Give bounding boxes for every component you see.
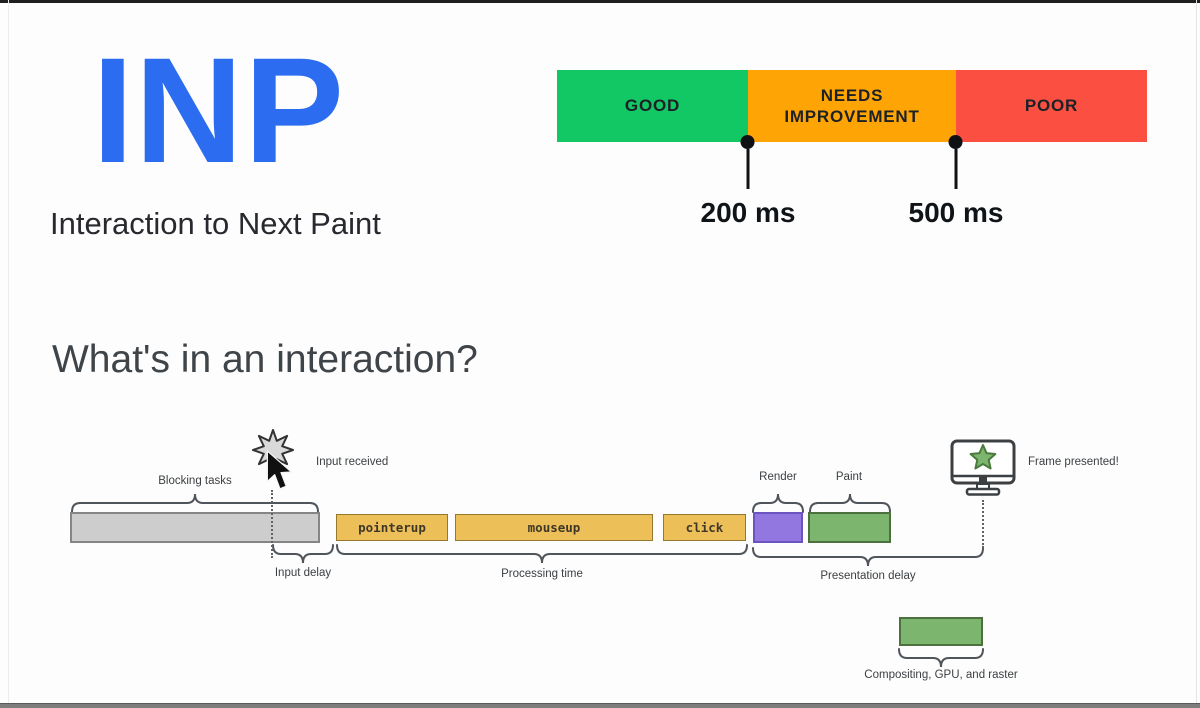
processing-time-brace: [336, 544, 748, 564]
blocking-tasks-brace: [71, 493, 319, 513]
threshold-dot-icon: [949, 135, 963, 149]
compositing-brace: [898, 648, 984, 668]
page-subtitle: Interaction to Next Paint: [50, 206, 381, 241]
scale-segment-good: GOOD: [557, 70, 748, 142]
event-bar-click: click: [663, 514, 746, 541]
compositing-bar: [899, 617, 983, 646]
threshold-stem: [954, 149, 958, 189]
blocking-tasks-label: Blocking tasks: [158, 475, 232, 487]
render-bar: [753, 512, 803, 543]
processing-time-label: Processing time: [501, 568, 583, 580]
threshold-marker-500ms: 500 ms: [908, 135, 1004, 229]
inp-threshold-scale: GOOD NEEDS IMPROVEMENT POOR: [557, 70, 1147, 142]
cursor-icon: [266, 450, 293, 490]
threshold-500ms-label: 500 ms: [908, 197, 1004, 228]
page-title: INP: [92, 26, 346, 194]
event-bar-pointerup: pointerup: [336, 514, 448, 541]
threshold-stem: [746, 149, 750, 189]
threshold-marker-200ms: 200 ms: [700, 135, 796, 229]
scale-segment-poor-label: POOR: [1024, 96, 1079, 116]
render-brace: [752, 493, 804, 513]
scale-segment-needs-improvement-label: NEEDS IMPROVEMENT: [784, 85, 920, 126]
paint-brace: [809, 493, 891, 513]
slide-left-edge: [8, 0, 9, 708]
paint-label: Paint: [835, 471, 863, 483]
paint-bar: [808, 512, 891, 543]
blocking-tasks-bar: [70, 512, 320, 543]
scale-segment-poor: POOR: [956, 70, 1147, 142]
section-heading: What's in an interaction?: [52, 338, 478, 381]
threshold-200ms-label: 200 ms: [700, 197, 796, 228]
input-delay-brace: [272, 544, 334, 564]
frame-star-icon: [969, 444, 997, 470]
event-bar-mouseup: mouseup: [455, 514, 653, 541]
scale-segment-needs-improvement: NEEDS IMPROVEMENT: [748, 70, 956, 142]
letterbox-bottom: [0, 703, 1200, 708]
presentation-delay-label: Presentation delay: [820, 570, 916, 582]
frame-presented-label: Frame presented!: [1028, 456, 1119, 468]
frame-presented-dotted-line: [982, 500, 984, 548]
slide-right-edge: [1196, 0, 1197, 708]
render-label: Render: [759, 471, 797, 483]
monitor-icon: [950, 439, 1016, 496]
scale-segment-good-label: GOOD: [624, 96, 681, 116]
input-received-label: Input received: [316, 456, 389, 468]
input-delay-label: Input delay: [274, 567, 332, 579]
presentation-delay-brace: [752, 547, 984, 567]
input-received-dotted-line: [271, 490, 273, 558]
compositing-label: Compositing, GPU, and raster: [864, 669, 1018, 681]
threshold-dot-icon: [741, 135, 755, 149]
letterbox-top: [0, 0, 1200, 3]
